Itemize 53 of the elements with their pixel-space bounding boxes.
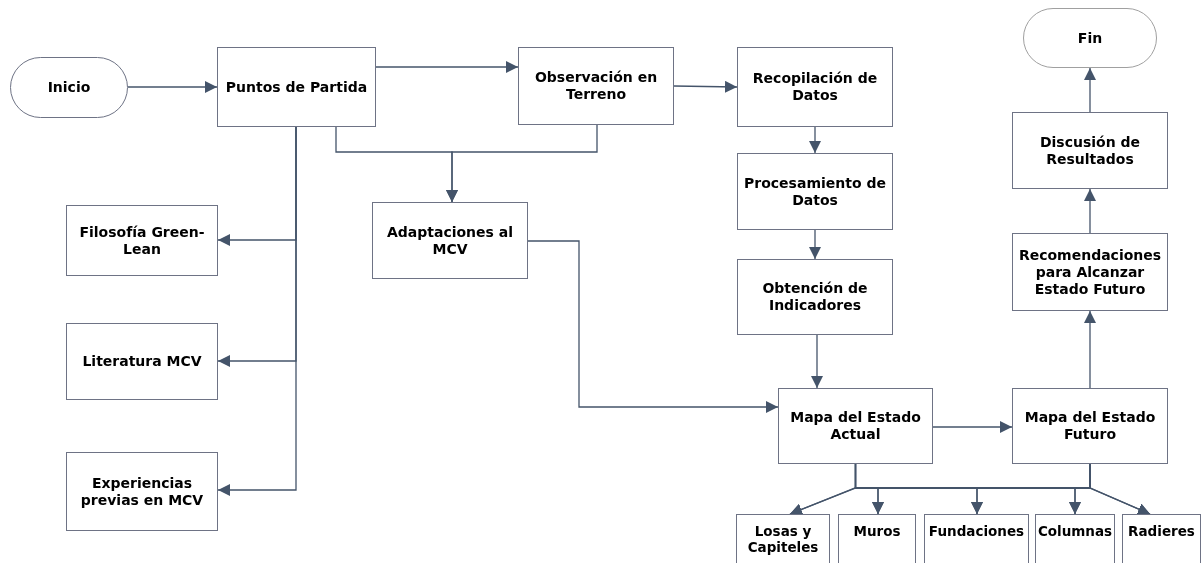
arrow [673,80,738,93]
process-box [66,205,218,276]
process-box [66,323,218,400]
box-label: Observación en Terreno [533,69,659,103]
box-label: Radieres [1128,523,1195,539]
box-label: Losas y Capiteles [746,523,820,555]
process-box [1035,514,1115,563]
process-box [372,202,528,279]
box-label: Muros [853,523,901,539]
box-label: Procesamiento de Datos [744,174,886,209]
arrow [932,421,1013,433]
box-label: Obtención de Indicadores [761,280,869,314]
box-label: Fundaciones [928,523,1025,539]
process-box [737,259,893,335]
arrow [1089,463,1151,515]
process-box [924,514,1029,563]
terminal-shape [1023,8,1157,68]
process-box [1012,112,1168,189]
arrow [1084,188,1096,234]
box-label: Columnas [1037,523,1113,539]
box-label: Recomendaciones para Alcanzar Estado Futuro [1018,246,1162,298]
arrow [375,61,519,73]
arrow [127,81,218,93]
arrow [217,126,297,496]
process-box [737,47,893,127]
arrow [809,126,821,154]
process-box [778,388,933,464]
process-box [1122,514,1201,563]
process-box [737,153,893,230]
process-box [1012,388,1168,464]
arrow [446,124,598,203]
box-label: Literatura MCV [82,353,202,370]
box-label: Discusión de Resultados [1038,133,1142,168]
box-label: Filosofía Green-Lean [78,223,206,258]
box-label: Adaptaciones al MCV [385,223,515,258]
process-box [1012,233,1168,311]
process-box [736,514,830,563]
box-label: Recopilación de Datos [751,70,879,104]
arrow [527,240,779,413]
box-label: Puntos de Partida [225,78,368,96]
box-label: Inicio [47,79,91,96]
arrow [1084,67,1096,113]
box-label: Mapa del Estado Actual [789,409,922,443]
box-label: Fin [1077,29,1103,47]
process-box [838,514,916,563]
process-box [217,47,376,127]
arrow [1084,310,1096,389]
box-label: Mapa del Estado Futuro [1023,409,1157,443]
arrow [811,334,823,389]
arrow [809,229,821,260]
process-box [66,452,218,531]
box-label: Experiencias previas en MCV [79,474,205,509]
process-box [518,47,674,125]
